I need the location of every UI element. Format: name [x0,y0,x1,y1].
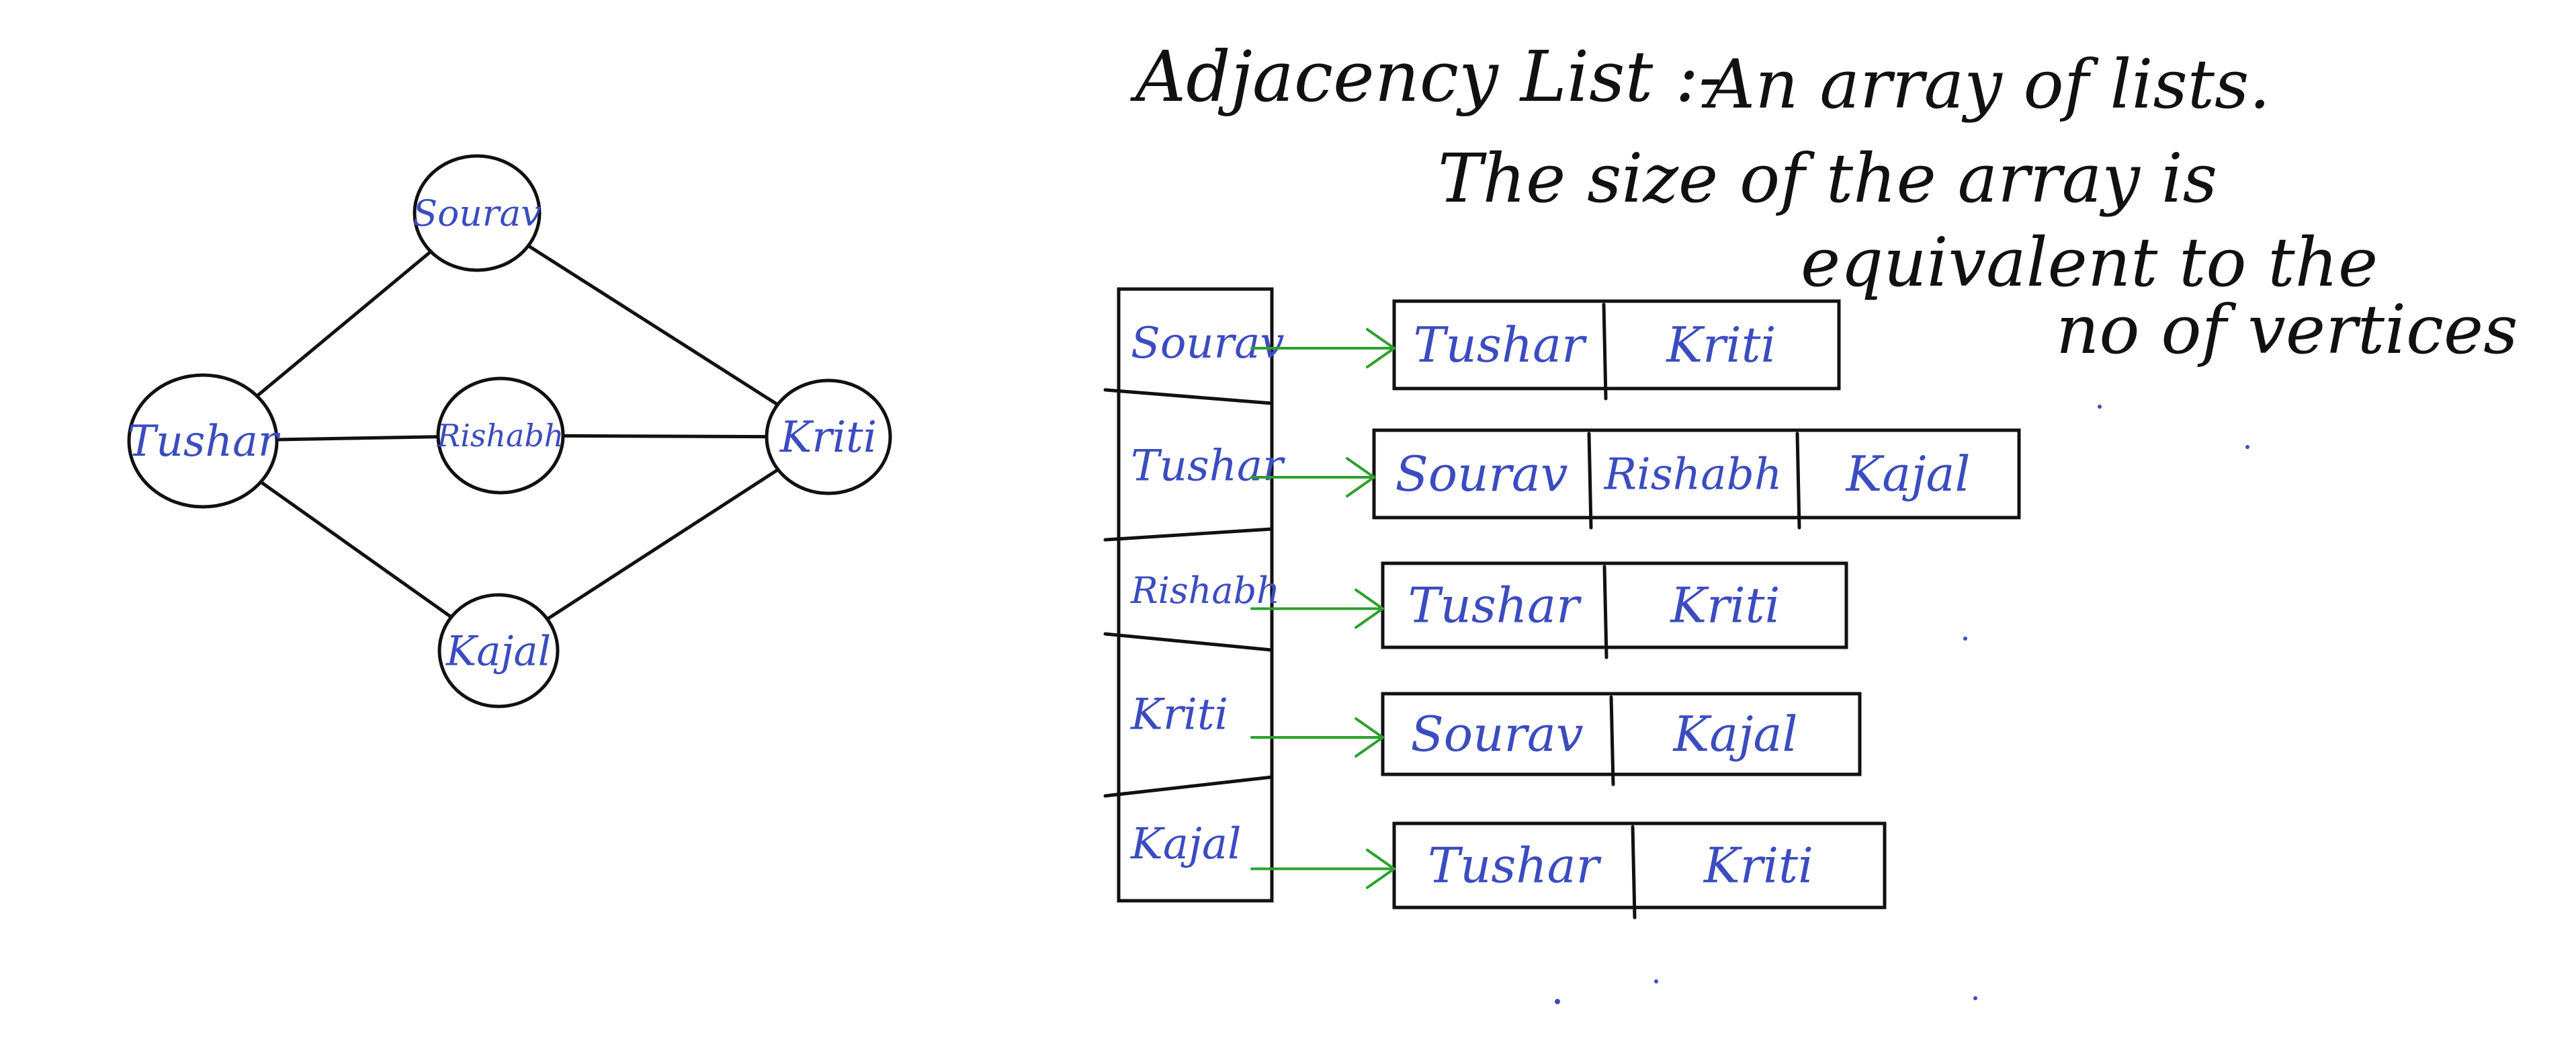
pointer-arrow [1250,457,1375,497]
array-slot-divider [1103,632,1274,652]
cell-divider [1602,565,1608,659]
neighbor-list-box [1381,692,1862,776]
graph-edge-tushar-rishabh [275,435,440,442]
graph-edge-tushar-kajal [259,480,454,619]
neighbor-cell-sourav: Sourav [1410,706,1583,762]
pointer-arrow [1250,588,1384,629]
stray-dot [2245,445,2249,449]
note-line-3: equivalent to the [1801,223,2378,302]
vertex-circle [437,593,560,708]
stray-dot [1555,999,1560,1004]
graph-edges [255,244,780,621]
vertex-label: Kriti [779,412,877,462]
array-slot-divider [1103,388,1274,405]
array-vertex-label: Kriti [1130,690,1228,740]
neighbor-cell-kajal: Kajal [1672,706,1798,762]
pointer-arrow [1250,848,1396,889]
stray-dots [1555,405,2249,1004]
vertex-circle [436,376,565,495]
neighbor-cell-sourav: Sourav [1395,446,1568,502]
neighbor-cell-kriti: Kriti [1665,317,1776,373]
neighbor-cell-kriti: Kriti [1669,577,1780,634]
neighbor-cell-rishabh: Rishabh [1604,450,1783,500]
stray-dot [1973,996,1977,1000]
graph-vertex-kajal: Kajal [437,593,560,708]
vertex-label: Tushar [128,416,281,466]
cell-divider [1795,432,1801,530]
adjacency-row-sourav: Sourav Tushar Kriti [1131,299,1841,401]
vertex-array-box [1117,287,1274,903]
vertex-label: Sourav [413,192,541,235]
cell-divider [1631,825,1637,920]
adjacency-row-tushar: Tushar Sourav Rishabh Kajal [1103,388,2021,530]
cell-divider [1609,695,1615,786]
neighbor-list-box [1392,821,1887,909]
graph-vertex-sourav: Sourav [413,154,542,272]
note-line-2: The size of the array is [1438,139,2217,218]
adjacency-row-kajal: Kajal Tushar Kriti [1103,775,1887,920]
pointer-arrow [1250,328,1396,368]
neighbor-cell-tushar: Tushar [1408,577,1582,634]
neighbor-list-box [1392,299,1841,391]
cell-divider [1587,432,1593,530]
graph-vertex-tushar: Tushar [127,373,281,509]
graph-vertex-kriti: Kriti [765,378,892,495]
definition-note: Adjacency List :- An array of lists. The… [1130,36,2518,369]
note-title: Adjacency List :- [1130,36,1723,118]
array-slot-divider [1103,527,1274,542]
graph-edge-tushar-sourav [255,249,433,398]
neighbor-list-box [1381,561,1848,649]
adjacency-row-rishabh: Rishabh Tushar Kriti [1103,527,1848,659]
neighbor-cell-tushar: Tushar [1413,317,1587,373]
vertex-circle [127,373,279,509]
vertex-circle [765,378,892,495]
array-vertex-label: Rishabh [1130,569,1280,612]
array-vertex-label: Sourav [1131,319,1285,368]
pointer-arrow [1250,717,1384,758]
array-vertex-label: Kajal [1130,819,1241,869]
cell-divider [1602,302,1608,401]
array-slot-divider [1103,775,1274,798]
note-line-4: no of vertices [2056,290,2518,369]
neighbor-cell-kajal: Kajal [1845,446,1971,502]
stray-dot [1654,979,1658,983]
graph-edge-sourav-kriti [526,244,779,407]
graph-vertex-rishabh: Rishabh [436,376,565,495]
neighbor-list-box [1372,428,2021,520]
array-vertex-label: Tushar [1131,442,1285,491]
vertex-circle [413,154,542,272]
neighbor-cell-tushar: Tushar [1428,838,1602,894]
note-line-1: An array of lists. [1701,45,2270,124]
graph-edge-kajal-kriti [546,468,780,621]
vertex-label: Rishabh [437,417,564,454]
stray-dot [1963,637,1967,641]
neighbor-cell-kriti: Kriti [1703,838,1813,894]
stray-dot [2098,405,2102,409]
adjacency-row-kriti: Kriti Sourav Kajal [1103,632,1862,786]
vertex-label: Kajal [445,628,551,675]
